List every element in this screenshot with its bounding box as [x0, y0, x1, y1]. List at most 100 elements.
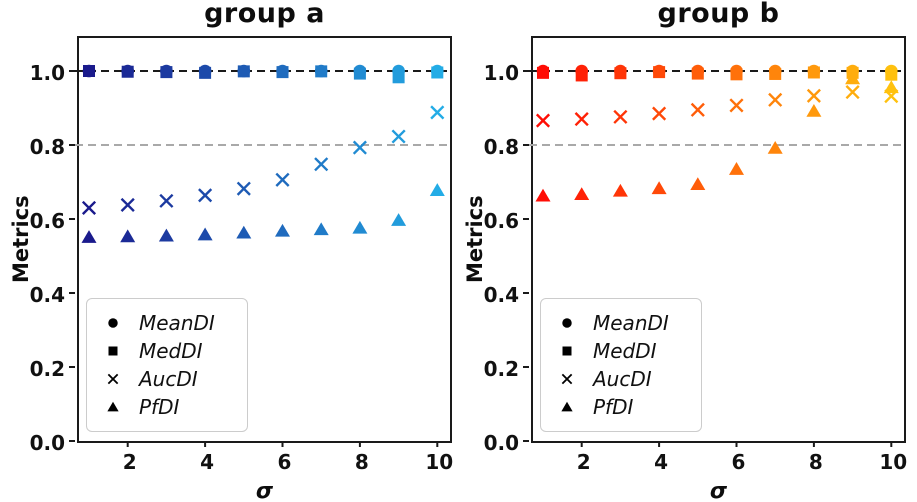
- plot-title: group b: [657, 0, 780, 29]
- legend-entry: MedDI: [541, 337, 701, 365]
- data-point-square: [691, 67, 704, 80]
- data-point-square: [392, 71, 405, 84]
- x-tick-label: 4: [654, 450, 669, 474]
- data-point-x: [613, 109, 628, 124]
- data-point-square: [575, 69, 588, 82]
- x-tick-label: 2: [576, 450, 591, 474]
- data-point-x: [806, 88, 821, 103]
- y-tick-label: 0.8: [29, 135, 65, 159]
- legend-entry: MeanDI: [87, 309, 247, 337]
- data-point-square: [807, 66, 820, 79]
- data-point-x: [652, 106, 667, 121]
- data-point-square: [83, 65, 95, 77]
- data-point-triangle: [690, 177, 706, 191]
- data-point-triangle: [120, 229, 136, 243]
- data-point-x: [430, 105, 445, 120]
- y-tick-label: 0.2: [29, 357, 65, 381]
- data-point-x: [352, 140, 367, 155]
- data-point-x: [535, 113, 551, 128]
- data-point-triangle: [429, 183, 445, 196]
- data-point-triangle: [612, 183, 628, 197]
- legend-label: AucDI: [139, 367, 198, 391]
- data-point-triangle: [197, 227, 213, 241]
- scatter-canvas: [523, 64, 904, 447]
- data-point-x: [391, 129, 406, 144]
- y-tick-label: 0.2: [483, 357, 519, 381]
- legend-entry: AucDI: [87, 365, 247, 393]
- data-point-triangle: [352, 220, 368, 234]
- data-point-triangle: [391, 213, 407, 226]
- data-point-square: [315, 65, 328, 78]
- data-point-square: [160, 66, 173, 79]
- legend-entry: MeanDI: [541, 309, 701, 337]
- data-point-circle: [562, 318, 572, 328]
- legend-marker-glyph: [561, 401, 573, 412]
- legend-label: MedDI: [593, 339, 657, 363]
- y-tick-label: 1.0: [483, 61, 519, 85]
- legend-circle-icon: [87, 314, 139, 332]
- legend-entry: MedDI: [87, 337, 247, 365]
- data-point-triangle: [236, 225, 252, 239]
- data-point-x: [107, 373, 119, 385]
- data-point-triangle: [806, 103, 822, 117]
- y-tick-label: 0.6: [483, 209, 519, 233]
- data-point-triangle: [845, 71, 861, 85]
- data-point-square: [199, 66, 212, 79]
- data-point-x: [768, 92, 783, 107]
- legend-label: PfDI: [139, 395, 180, 419]
- data-point-square: [562, 346, 572, 356]
- legend-square-icon: [541, 342, 593, 360]
- legend-marker-glyph: [562, 346, 572, 356]
- data-point-triangle: [574, 187, 590, 201]
- x-tick-label: 10: [879, 450, 908, 474]
- y-tick-label: 0.0: [29, 431, 65, 455]
- legend-triangle-icon: [87, 398, 139, 416]
- legend-label: AucDI: [593, 367, 652, 391]
- legend-square-icon: [87, 342, 139, 360]
- data-point-triangle: [561, 401, 573, 412]
- y-tick-label: 0.4: [29, 283, 65, 307]
- y-tick-label: 0.6: [29, 209, 65, 233]
- legend-marker-glyph: [107, 401, 119, 412]
- data-point-square: [614, 67, 627, 80]
- legend-entry: PfDI: [541, 393, 701, 421]
- legend-x-icon: [87, 370, 139, 388]
- x-tick-label: 10: [425, 450, 454, 474]
- data-point-square: [121, 65, 134, 78]
- legend-marker-glyph: [108, 318, 118, 328]
- data-point-x: [198, 188, 213, 203]
- legend-circle-icon: [541, 314, 593, 332]
- data-point-triangle: [313, 222, 329, 236]
- data-point-square: [237, 65, 250, 78]
- legend-label: MeanDI: [593, 311, 669, 335]
- legend-triangle-icon: [541, 398, 593, 416]
- y-tick-label: 0.8: [483, 135, 519, 159]
- data-point-x: [561, 373, 573, 385]
- data-point-triangle: [275, 223, 290, 237]
- x-tick-label: 2: [122, 450, 137, 474]
- data-point-square: [769, 67, 782, 80]
- data-point-triangle: [535, 188, 551, 202]
- x-tick-label: 8: [354, 450, 369, 474]
- y-tick-label: 1.0: [29, 61, 65, 85]
- data-point-square: [353, 67, 366, 80]
- data-point-x: [81, 200, 97, 215]
- data-point-triangle: [107, 401, 119, 412]
- data-point-x: [729, 98, 744, 113]
- data-point-x: [120, 197, 135, 212]
- data-point-triangle: [81, 230, 97, 243]
- x-tick-label: 4: [200, 450, 215, 474]
- data-point-triangle: [158, 228, 174, 242]
- data-point-triangle: [651, 181, 667, 195]
- data-point-x: [159, 193, 174, 208]
- data-point-triangle: [729, 162, 744, 175]
- data-point-triangle: [883, 80, 899, 94]
- data-point-square: [653, 66, 666, 79]
- data-point-square: [885, 68, 898, 81]
- data-point-x: [845, 85, 860, 100]
